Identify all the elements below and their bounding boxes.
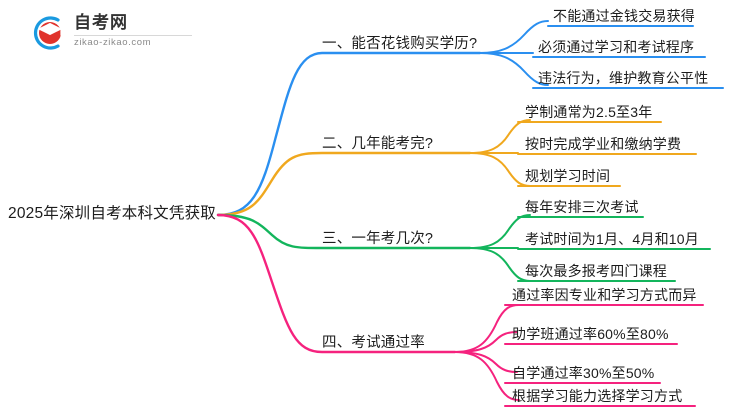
branch-connector-1 [216,20,724,217]
logo-divider [74,35,192,36]
branch-1-child-2-label: 必须通过学习和考试程序 [538,39,695,55]
branch-4-child-1-label: 通过率因专业和学习方式而异 [512,287,697,303]
branch-2-label: 二、几年能考完? [322,136,434,152]
branch-3-child-3-label: 每次最多报考四门课程 [525,263,667,279]
branch-connector-3 [216,213,711,282]
branch-2-child-3-label: 规划学习时间 [525,168,611,184]
root-node-label: 2025年深圳自考本科文凭获取 [8,205,216,222]
branch-3-label: 三、一年考几次? [322,231,434,247]
logo-text: 自考网 zikao-zikao.com [74,12,192,49]
branch-2-child-1-label: 学制通常为2.5至3年 [525,104,653,120]
logo-mark-icon [33,16,62,50]
branch-connector-2 [216,119,697,217]
branch-1-child-1-label: 不能通过金钱交易获得 [553,8,695,24]
logo-title: 自考网 [74,13,128,32]
branch-1-label: 一、能否花钱购买学历? [322,36,478,52]
branch-1-child-3-label: 违法行为，维护教育公平性 [538,70,709,86]
branch-2-child-2-label: 按时完成学业和缴纳学费 [525,136,682,152]
branch-4-child-3-label: 自学通过率30%至50% [512,365,655,381]
branch-3-child-1-label: 每年安排三次考试 [525,199,639,215]
branch-4-label: 四、考试通过率 [322,335,425,351]
branch-4-child-2-label: 助学班通过率60%至80% [512,326,669,342]
site-logo: 自考网 zikao-zikao.com [28,12,192,54]
logo-domain: zikao-zikao.com [74,37,152,48]
branch-connector-4 [216,213,704,407]
branch-4-child-4-label: 根据学习能力选择学习方式 [512,388,683,404]
branch-3-child-2-label: 考试时间为1月、4月和10月 [525,231,699,247]
